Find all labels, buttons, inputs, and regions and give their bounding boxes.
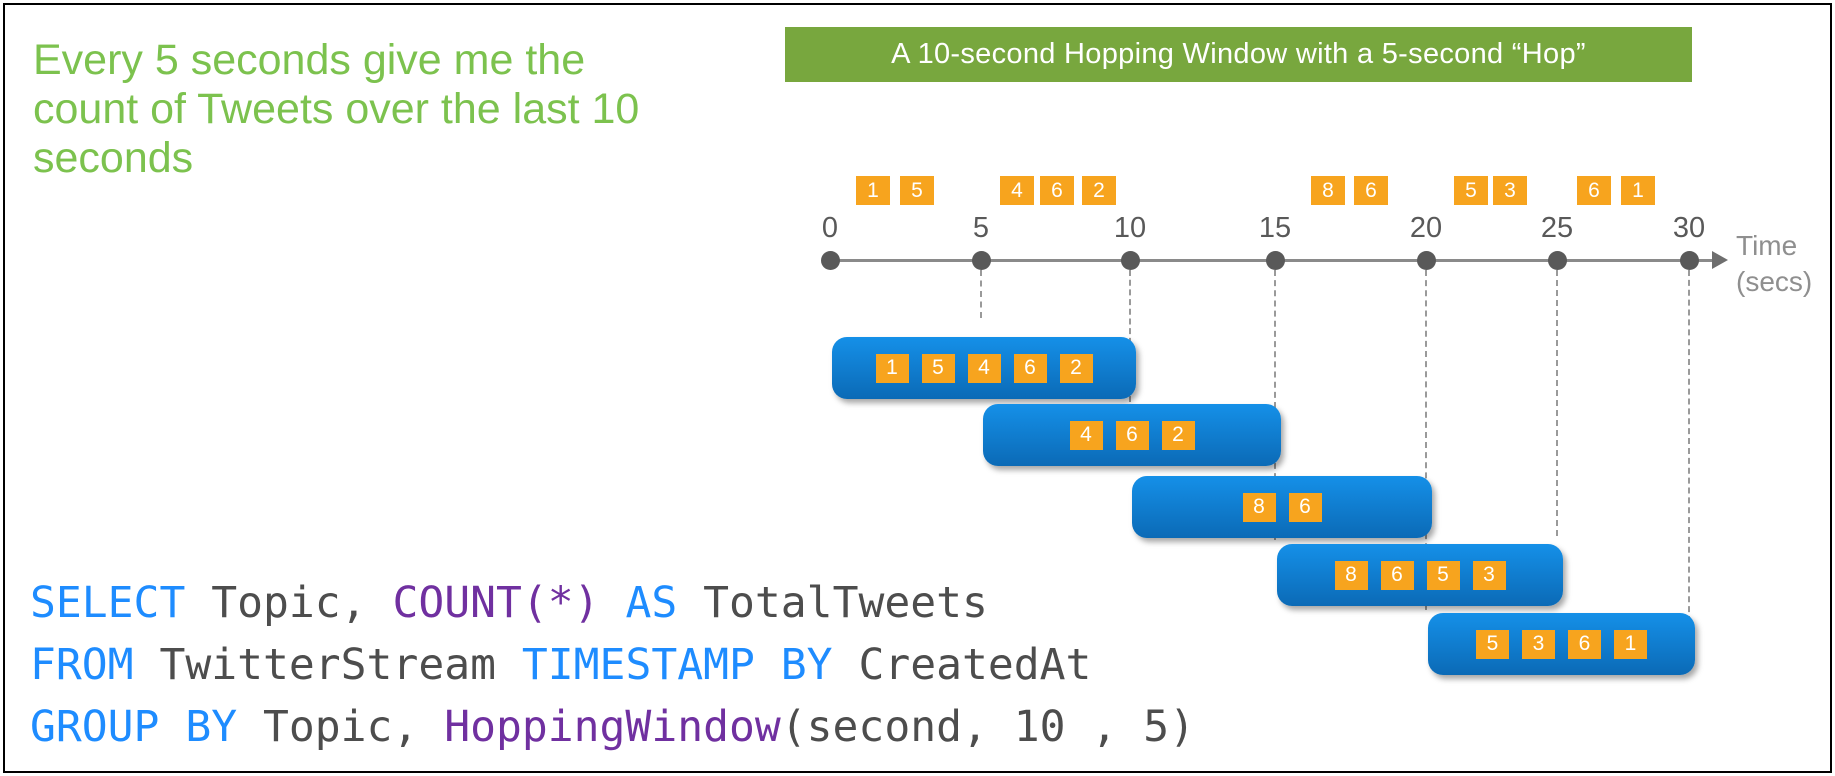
headline-line-2: count of Tweets over the last 10 <box>33 85 640 133</box>
tick-drop-dashed-line <box>1274 270 1276 540</box>
timeline-tick-dot <box>1266 251 1285 270</box>
timeline-tick-label: 15 <box>1258 212 1292 244</box>
window-event-chip: 6 <box>1288 492 1322 522</box>
title-banner: A 10-second Hopping Window with a 5-seco… <box>785 27 1692 82</box>
window-event-chip: 3 <box>1522 629 1555 659</box>
sql-token-keyword: AS <box>625 578 678 628</box>
timeline-tick-dot <box>821 251 840 270</box>
sql-token-plain <box>600 578 626 628</box>
window-event-chip: 6 <box>1115 420 1149 450</box>
sql-token-plain: TwitterStream <box>133 640 522 690</box>
sql-token-plain: TotalTweets <box>677 578 988 628</box>
timeline-tick-dot <box>1417 251 1436 270</box>
sql-token-function: COUNT(*) <box>392 578 600 628</box>
window-event-chip: 6 <box>1380 560 1414 590</box>
sql-token-keyword: FROM <box>30 640 134 690</box>
headline-line-1: Every 5 seconds give me the <box>33 36 586 84</box>
sql-code-line: GROUP BY Topic, HoppingWindow(second, 10… <box>30 696 1195 758</box>
sql-token-plain: (second, 10 , 5) <box>780 702 1195 752</box>
event-chip: 3 <box>1493 176 1527 205</box>
window-event-chip: 6 <box>1013 353 1047 383</box>
tick-drop-dashed-line <box>1556 270 1558 536</box>
window-event-chip: 8 <box>1334 560 1368 590</box>
window-event-chip: 1 <box>875 353 909 383</box>
tick-drop-dashed-line <box>1129 270 1131 402</box>
event-chip: 8 <box>1311 176 1345 205</box>
event-chip: 6 <box>1040 176 1074 205</box>
sql-token-plain: Topic, <box>185 578 393 628</box>
tick-drop-dashed-line <box>1688 270 1690 622</box>
timeline-tick-label: 5 <box>972 212 990 244</box>
sql-token-plain: CreatedAt <box>832 640 1092 690</box>
timeline-tick-label: 25 <box>1540 212 1574 244</box>
timeline-tick-dot <box>972 251 991 270</box>
event-chip: 4 <box>1000 176 1034 205</box>
sql-token-function: HoppingWindow <box>444 702 781 752</box>
event-chip: 5 <box>1454 176 1488 205</box>
tick-drop-dashed-line <box>1425 270 1427 610</box>
sql-code-line: SELECT Topic, COUNT(*) AS TotalTweets <box>30 572 1195 634</box>
window-event-chip: 3 <box>1472 560 1506 590</box>
timeline-tick-label: 0 <box>821 212 839 244</box>
time-axis-arrow-icon <box>1712 251 1728 269</box>
window-event-chip: 4 <box>1069 420 1103 450</box>
event-chip: 6 <box>1354 176 1388 205</box>
window-event-chip: 2 <box>1059 353 1093 383</box>
headline-line-3: seconds <box>33 134 194 182</box>
event-chip: 1 <box>1621 176 1655 205</box>
sql-token-plain: Topic, <box>237 702 445 752</box>
title-banner-label: A 10-second Hopping Window with a 5-seco… <box>891 38 1586 70</box>
window-event-chip: 5 <box>921 353 955 383</box>
window-event-chip: 6 <box>1568 629 1601 659</box>
axis-unit-label-time: Time <box>1736 230 1798 261</box>
sql-code-line: FROM TwitterStream TIMESTAMP BY CreatedA… <box>30 634 1195 696</box>
event-chip: 5 <box>900 176 934 205</box>
timeline-tick-label: 30 <box>1672 212 1706 244</box>
timeline-tick-dot <box>1680 251 1699 270</box>
event-chip: 2 <box>1082 176 1116 205</box>
sql-token-keyword: TIMESTAMP BY <box>521 640 833 690</box>
headline-text: Every 5 seconds give me the count of Twe… <box>33 36 639 183</box>
timeline-tick-dot <box>1548 251 1567 270</box>
window-event-chip: 1 <box>1614 629 1647 659</box>
event-chip: 1 <box>856 176 890 205</box>
timeline-tick-label: 20 <box>1409 212 1443 244</box>
timeline-tick-label: 10 <box>1113 212 1147 244</box>
sql-token-keyword: SELECT <box>30 578 186 628</box>
sql-token-keyword: GROUP BY <box>30 702 238 752</box>
tick-drop-dashed-line <box>980 270 982 318</box>
window-event-chip: 8 <box>1242 492 1276 522</box>
axis-unit-label-secs: (secs) <box>1736 266 1813 297</box>
window-event-chip: 4 <box>967 353 1001 383</box>
window-event-chip: 5 <box>1476 629 1509 659</box>
window-event-chip: 2 <box>1161 420 1195 450</box>
event-chip: 6 <box>1577 176 1611 205</box>
timeline-tick-dot <box>1121 251 1140 270</box>
window-event-chip: 5 <box>1426 560 1460 590</box>
